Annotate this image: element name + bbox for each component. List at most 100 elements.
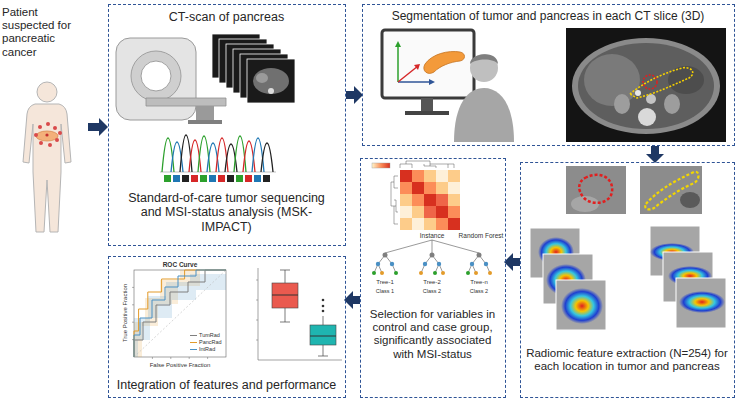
correlation-heatmap-part [424,170,436,182]
random-forest-sketch-part [374,255,396,273]
patient-figure-part [34,133,38,137]
random-forest-sketch-part [385,240,432,253]
roc-chart-part [134,270,226,357]
tree-label: Tree-n [470,279,487,285]
ct-slices-part [268,88,274,94]
box-plot-part [272,283,298,308]
sequence-chromatogram-part [164,175,171,182]
correlation-heatmap-part [372,163,390,168]
tumor-feature-maps-part [561,288,603,324]
class-label: Class 2 [470,289,488,295]
correlation-heatmap-part [424,182,436,194]
random-forest-sketch-part [488,271,492,275]
box-title: Segmentation of tumor and pancreas in ea… [363,10,733,24]
person-figure-part [454,88,514,142]
ct-segmentation-image-part [635,90,641,96]
roc-chart-part [134,270,226,357]
process-box: CT-scan of pancreasStandard-of-care tumo… [108,4,346,246]
process-box: Selection for variables in control and c… [360,158,506,398]
random-forest-sketch-part [466,271,470,275]
random-forest-sketch-part [430,253,435,258]
correlation-heatmap-part [448,206,460,218]
box-plot-part [310,336,336,337]
tumor-outline-image [566,166,626,214]
random-forest-sketch-part [484,262,488,266]
correlation-heatmap-part [400,206,412,218]
random-forest-sketch-part [432,240,433,253]
ct-scanner-part [188,120,222,124]
tree-label: Instance [420,233,445,240]
flow-arrow [513,258,520,266]
random-forest-sketch [372,240,492,275]
pancreas-outline-image-part [680,192,700,208]
workstation-monitor-part [382,30,474,98]
correlation-heatmap-part [412,206,424,218]
random-forest-sketch-part [380,271,384,275]
correlation-heatmap-part [400,182,412,194]
random-forest-sketch-part [470,262,474,266]
box-caption: Radiomic feature extraction (N=254) for … [526,347,728,373]
correlation-heatmap-part [448,170,460,182]
ct-slices-part [253,68,289,94]
ct-segmentation-image-part [614,94,630,114]
box-plot-part [280,270,290,271]
box-plot-part [310,325,336,345]
correlation-heatmap-part [436,170,448,182]
random-forest-sketch-part [477,253,482,258]
patient-figure-part [58,131,62,135]
roc-chart-part [134,274,226,357]
process-box: Radiomic feature extraction (N=254) for … [520,162,735,398]
box-plot [256,268,342,360]
random-forest-sketch-part [437,262,441,266]
sequence-chromatogram-part [160,172,276,173]
flow-arrow [353,296,360,304]
box-plot-part [323,316,324,325]
ct-segmentation-image-part [572,38,720,134]
pancreas-feature-maps-part [679,291,725,313]
box-plot-part [272,295,298,296]
sequence-chromatogram-part [254,175,261,182]
correlation-heatmap-part [391,176,398,224]
workstation-monitor-part [421,98,433,111]
roc-chart-part [134,270,226,357]
random-forest-sketch-part [376,262,380,266]
correlation-heatmap-part [448,194,460,206]
ct-segmentation-image-part [664,94,680,114]
sequence-chromatogram-part [180,135,192,172]
random-forest-sketch-part [423,262,427,266]
correlation-heatmap-part [424,194,436,206]
person-figure [454,54,514,142]
patient-figure-part [37,82,57,102]
patient-figure-part [46,122,50,126]
ct-scanner-part [131,51,181,101]
correlation-heatmap-part [448,218,460,230]
roc-chart-part [134,270,226,357]
random-forest-sketch-part [433,271,437,275]
patient-figure-part [36,131,58,141]
axis-label: False Positive Fraction [150,362,211,368]
chart-title: ROC Curve [163,262,198,269]
patient-figure-part [23,104,71,232]
pancreas-feature-maps [650,226,726,328]
box-plot-part [322,305,325,308]
correlation-heatmap-part [400,218,412,230]
ct-segmentation-image-part [566,28,726,142]
correlation-heatmap-part [400,194,412,206]
random-forest-sketch-part [474,271,478,275]
legend-line [190,349,197,350]
class-label: Class 1 [376,289,394,295]
tumor-outline-image-part [566,166,626,214]
correlation-heatmap-part [424,206,436,218]
ct-scanner-part [146,98,226,106]
box-plot-part [285,270,286,283]
sequence-chromatogram-part [200,175,207,182]
legend-text: PancRad [199,339,222,345]
person-figure-part [470,54,498,64]
patient-figure-part [53,126,57,130]
patient-figure-part [38,125,42,129]
random-forest-sketch-part [421,255,443,273]
legend-text: TumRad [199,332,220,338]
ct-scanner-part [116,38,196,120]
ct-scanner-part [141,61,171,91]
box-caption: Integration of features and performance [109,378,344,392]
